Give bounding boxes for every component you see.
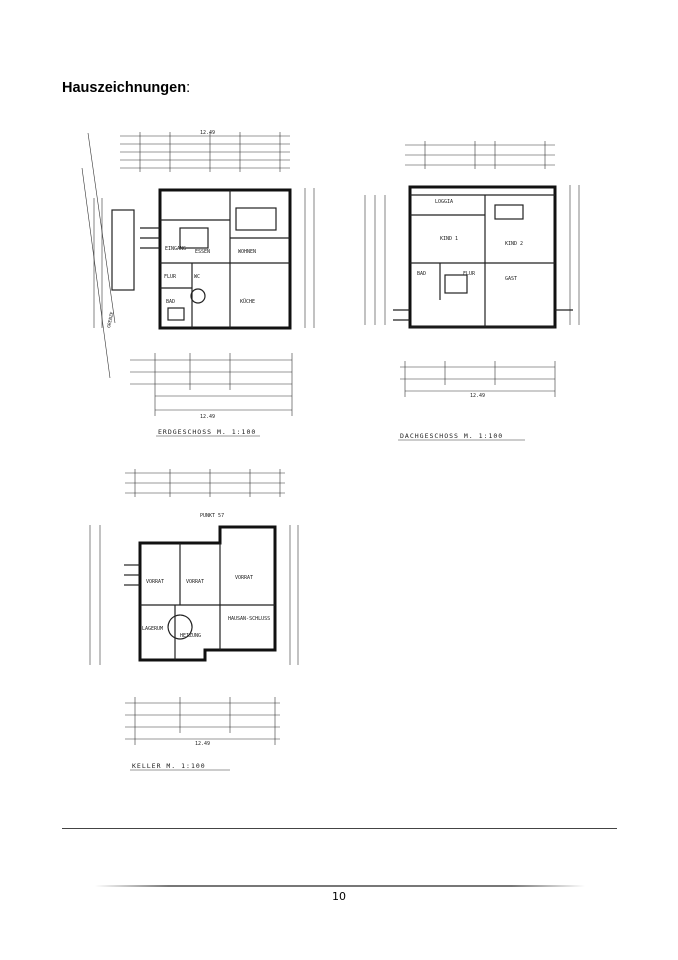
room-label: WOHNEN [238, 249, 256, 255]
dachgeschoss-total-dim: 12.49 [470, 393, 485, 399]
section-divider [62, 828, 617, 829]
room-label: FLUR [463, 271, 476, 277]
page-number: 10 [332, 890, 346, 903]
room-label: KIND 1 [440, 236, 458, 242]
erdgeschoss-drawing: 12.49 EINGANG WOHNEN KÜCHE ESSEN FLUR BA… [81, 130, 315, 437]
erdgeschoss-plan: 12.49 EINGANG WOHNEN KÜCHE ESSEN FLUR BA… [80, 128, 340, 453]
room-label: BAD [417, 271, 426, 277]
room-label: KÜCHE [240, 298, 255, 305]
keller-top-label: PUNKT 57 [200, 513, 224, 519]
page-heading: Hauszeichnungen: [62, 80, 190, 96]
heading-text: Hauszeichnungen [62, 80, 187, 96]
room-label: FLUR [164, 274, 177, 280]
room-label: BAD [166, 299, 175, 305]
erdgeschoss-caption: ERDGESCHOSS M. 1:100 [158, 428, 256, 436]
erdgeschoss-total-dim: 12.49 [200, 414, 215, 420]
room-label: LOGGIA [435, 199, 453, 205]
keller-total-dim: 12.49 [195, 741, 210, 747]
room-label: VORRAT [186, 579, 204, 585]
room-label: HAUSAN-SCHLUSS [228, 616, 270, 622]
room-label: GAST [505, 276, 517, 282]
keller-drawing: PUNKT 57 VORRAT VORRAT VORRAT LAGERUM HE… [89, 469, 299, 771]
dachgeschoss-caption: DACHGESCHOSS M. 1:100 [400, 432, 503, 440]
heading-colon: : [186, 80, 191, 96]
dachgeschoss-plan: LOGGIA KIND 1 KIND 2 BAD FLUR GAST 12.49… [345, 135, 585, 450]
room-label: WC [194, 274, 200, 280]
room-label: KIND 2 [505, 241, 523, 247]
keller-plan: PUNKT 57 VORRAT VORRAT VORRAT LAGERUM HE… [80, 465, 310, 775]
footer-divider [95, 885, 585, 887]
room-label: HEIZUNG [180, 633, 201, 639]
room-label: LAGERUM [142, 626, 163, 632]
dachgeschoss-drawing: LOGGIA KIND 1 KIND 2 BAD FLUR GAST 12.49… [364, 141, 580, 441]
room-label: VORRAT [235, 575, 253, 581]
svg-text:12.49: 12.49 [200, 130, 215, 136]
room-label: ESSEN [195, 249, 210, 255]
erdgeschoss-side-label: GRENZE [106, 311, 115, 328]
keller-caption: KELLER M. 1:100 [132, 762, 206, 770]
room-label: VORRAT [146, 579, 164, 585]
room-label: EINGANG [165, 246, 186, 252]
